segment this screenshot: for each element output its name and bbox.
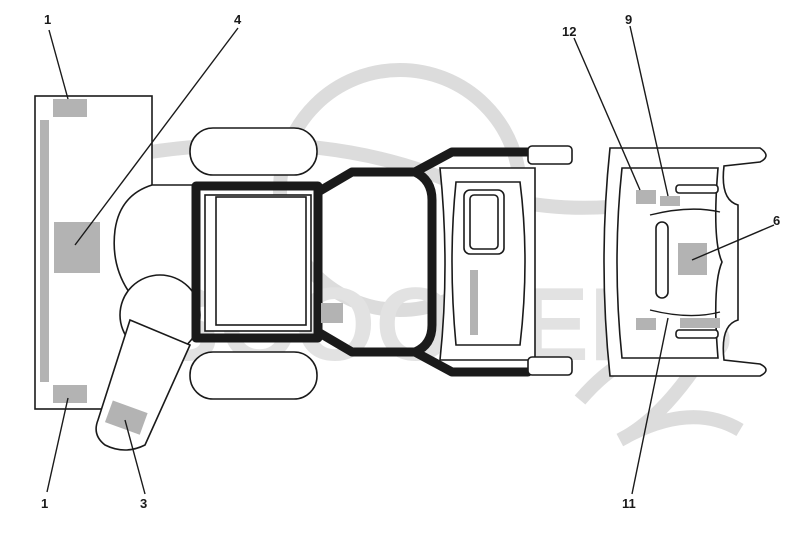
hood-grille-inner [469, 194, 499, 250]
attachment-bar-top [675, 184, 719, 194]
callout-3: 3 [140, 496, 147, 511]
front-hood [439, 145, 573, 376]
discharge-assembly [95, 184, 201, 451]
callout-1-bottom: 1 [41, 496, 48, 511]
label-3 [104, 400, 148, 435]
rear-wheel-bottom [189, 351, 318, 400]
label-11-left [636, 318, 656, 330]
attachment-slot [655, 221, 669, 299]
leader-11 [631, 317, 669, 495]
label-center [321, 303, 343, 323]
callout-11: 11 [622, 496, 636, 511]
front-axle-top [527, 145, 573, 165]
leader-1-bottom [46, 397, 69, 493]
callout-9: 9 [625, 12, 632, 27]
label-4 [54, 222, 100, 273]
tractor-frame [191, 147, 533, 377]
leader-12 [573, 37, 641, 191]
leader-4 [74, 27, 239, 246]
callout-4: 4 [234, 12, 242, 27]
label-11-right [680, 318, 720, 328]
leader-lines [46, 25, 775, 495]
front-attachment [603, 147, 767, 377]
label-1-bottom [53, 385, 87, 403]
seat-inner [215, 196, 307, 326]
rear-wheel-top [189, 127, 318, 176]
frame-mid-loop [410, 167, 437, 357]
label-12 [636, 190, 656, 204]
callout-6: 6 [773, 213, 780, 228]
leader-3 [124, 419, 146, 495]
label-9 [660, 196, 680, 206]
frame-rear-box [191, 181, 323, 343]
deck-side-strip [40, 120, 49, 382]
callouts: 1 4 12 9 6 1 3 11 [41, 12, 780, 511]
front-axle-bottom [527, 356, 573, 376]
hood-side-label [470, 270, 478, 335]
attachment-bar-bottom [675, 329, 719, 339]
label-1-top [53, 99, 87, 117]
attachment-curve-top [649, 208, 721, 216]
callout-12: 12 [562, 24, 576, 39]
leader-1-top [48, 29, 69, 100]
leader-9 [629, 25, 669, 197]
label-6 [678, 243, 707, 275]
attachment-curve-bottom [649, 309, 721, 317]
leader-6 [691, 224, 775, 261]
callout-1-top: 1 [44, 12, 51, 27]
